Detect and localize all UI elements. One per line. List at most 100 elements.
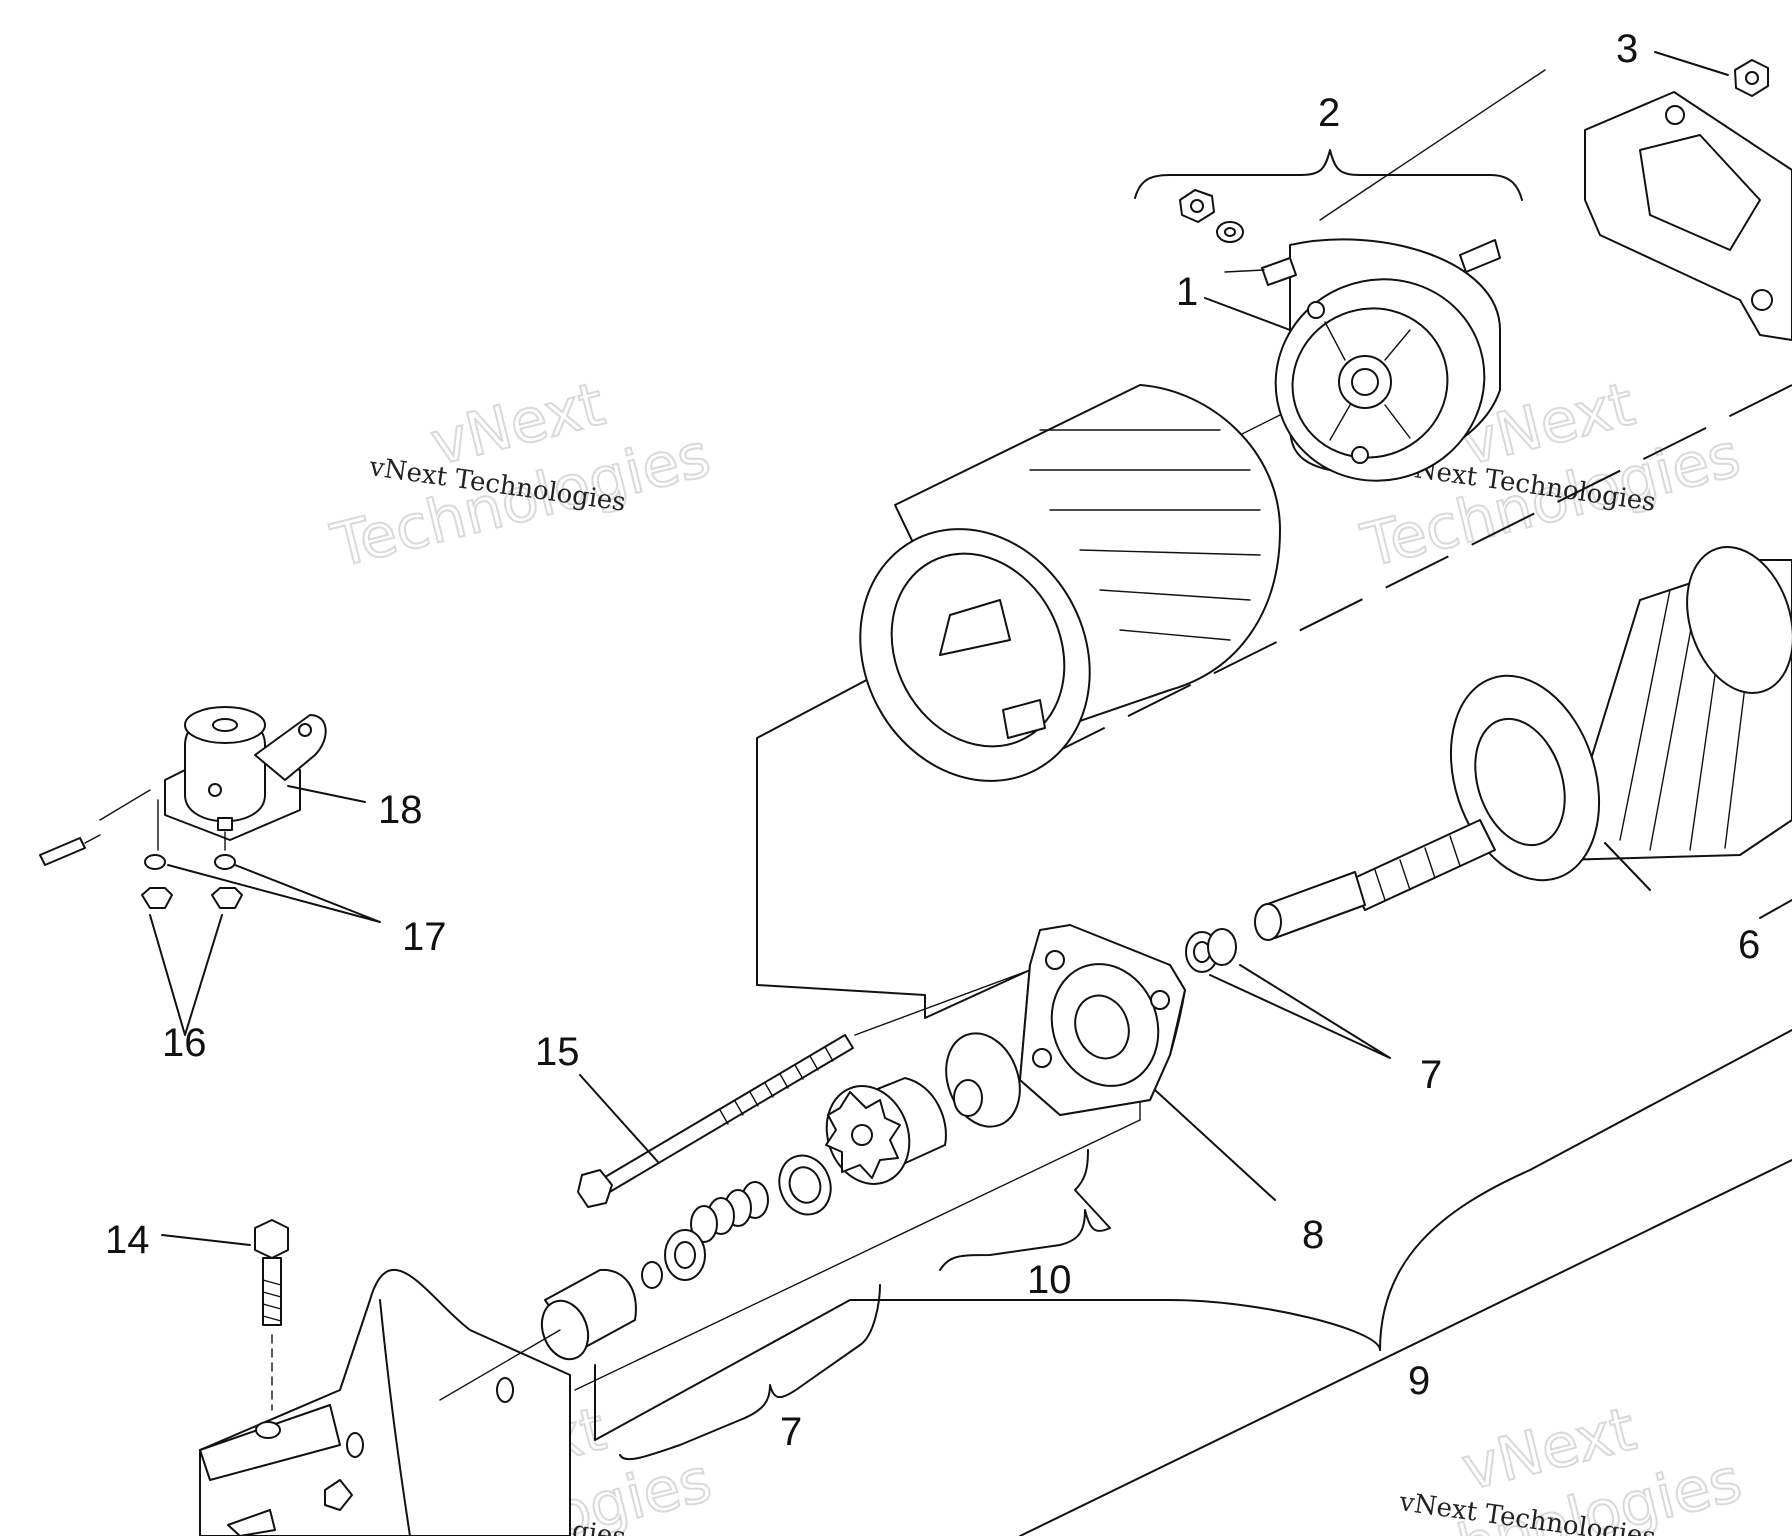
leader-15: [579, 1074, 659, 1163]
callout-labels: 1 2 3 6 7 7 8 9 10 14 15 16 17 18: [105, 27, 1760, 1454]
end-cap-ribs: [1324, 321, 1411, 441]
end-cap-mount-hole: [1351, 446, 1369, 464]
brace-7-lower: [619, 1284, 881, 1461]
callout-7-lower: 7: [780, 1410, 802, 1454]
callout-9: 9: [1408, 1359, 1430, 1403]
hex-nut: [141, 887, 173, 909]
solenoid-lead-wire-end: [84, 834, 101, 844]
solenoid-lead-wire: [99, 789, 151, 821]
brace-2: [1134, 149, 1523, 201]
retaining-ring: [641, 1261, 663, 1289]
lock-washer: [144, 854, 166, 870]
motor-housing: [859, 384, 1281, 782]
frame-outline-right: [1379, 1029, 1792, 1351]
solenoid-part-18: [39, 706, 327, 866]
bracket-hole-top: [1665, 105, 1685, 125]
field-pole-shoe: [939, 599, 1011, 656]
callout-2: 2: [1318, 91, 1340, 135]
housing-axis-line: [439, 1329, 561, 1401]
housing-shading-lines: [1029, 429, 1261, 641]
callout-16: 16: [162, 1021, 207, 1065]
drive-housing-bracket: [199, 1269, 571, 1536]
mounting-bracket-part-3: [1584, 59, 1792, 341]
callout-17: 17: [402, 915, 447, 959]
callout-14: 14: [105, 1218, 150, 1262]
armature-axis-stub: [1759, 899, 1792, 919]
frame-outline-bottom: [1019, 1159, 1792, 1536]
end-cap-stud-right: [1459, 239, 1501, 273]
plate-hole-right: [1150, 990, 1170, 1010]
drive-spring-coil: [690, 1205, 718, 1243]
end-cap-bushing-hole: [1351, 368, 1379, 396]
armature-helical-spline: [1349, 819, 1496, 911]
leader-18: [287, 785, 366, 803]
drive-cup-hole: [953, 1079, 983, 1117]
through-bolt-guide-line: [1319, 69, 1546, 221]
nut-washer-part-2: [1179, 189, 1244, 243]
hex-nut-hole: [1190, 199, 1204, 213]
mounting-bracket-cutout: [1639, 134, 1761, 251]
field-magnet-slot: [1002, 699, 1046, 739]
leader-17: [167, 864, 381, 923]
callout-7-upper: 7: [1420, 1053, 1442, 1097]
housing-hole: [346, 1432, 364, 1458]
callout-18: 18: [378, 788, 423, 832]
housing-inner-wall: [890, 552, 1066, 748]
lock-washer: [214, 854, 236, 870]
lower-axis-line: [574, 1119, 1141, 1391]
lock-washers-part-17: [144, 854, 236, 870]
mount-bolt-part-14: [254, 1219, 289, 1411]
callout-leaders: [149, 51, 1729, 1461]
end-cap-part-1: [1224, 238, 1501, 482]
spline-grooves: [1374, 835, 1461, 901]
leader-16: [149, 914, 223, 1036]
drive-cup-washer: [945, 1032, 1021, 1128]
spring-collar-group-part-7: [540, 1154, 832, 1361]
solenoid-lead-connector: [39, 837, 86, 866]
leader-8: [1154, 1089, 1276, 1201]
drive-pinion-hole: [851, 1124, 873, 1146]
drive-housing-flange: [199, 1404, 341, 1481]
star-lock-washer: [324, 1479, 353, 1511]
frame-outline-lower: [594, 1299, 1381, 1441]
mount-bolt-shank: [262, 1257, 282, 1326]
solenoid-mount-hole: [208, 783, 222, 797]
end-cap-mount-hole: [1307, 301, 1325, 319]
flange-hole: [255, 1421, 281, 1439]
through-bolt-head: [577, 1169, 613, 1208]
watermark-top-left: vNext Technologies: [324, 368, 718, 582]
end-cap-stud-shaft-left: [1224, 269, 1265, 273]
spacer-sleeve-end: [540, 1299, 590, 1361]
housing-group-outline: [756, 619, 1031, 1019]
callout-15: 15: [535, 1030, 580, 1074]
drive-end-plate-part-8: [1019, 924, 1186, 1116]
hex-nut: [211, 887, 243, 909]
callout-8: 8: [1302, 1213, 1324, 1257]
solenoid-stud: [217, 817, 233, 831]
drive-end-bushing: [1074, 994, 1130, 1060]
armature-winding-face: [1474, 717, 1566, 847]
thrust-washer: [1207, 928, 1237, 966]
anti-drift-collar-inner: [788, 1166, 822, 1204]
drive-housing-arc: [379, 1299, 411, 1536]
nuts-part-16: [141, 887, 243, 909]
solenoid-can-cap: [212, 718, 238, 732]
bracket-hole-bottom: [1751, 289, 1773, 311]
solenoid-terminal-hole: [298, 723, 312, 737]
armature-rear-winding: [1686, 546, 1792, 694]
through-bolt-guide: [854, 969, 1031, 1036]
thrust-washers-part-7: [1185, 928, 1237, 973]
flange-nut-hole: [1745, 71, 1759, 85]
drive-housing-body: [199, 1269, 571, 1536]
end-cap-stud-left: [1261, 257, 1297, 286]
through-bolt-threads: [719, 1046, 834, 1125]
callout-10: 10: [1027, 1258, 1072, 1302]
main-axis-dashed-line: [1039, 384, 1792, 761]
housing-hole: [496, 1377, 514, 1403]
leader-6: [1604, 842, 1651, 891]
lower-bolt: [227, 1509, 276, 1536]
drive-pinion-group-part-10: [825, 1032, 1021, 1185]
plate-hole-top: [1045, 950, 1065, 970]
brace-10: [939, 1149, 1111, 1271]
